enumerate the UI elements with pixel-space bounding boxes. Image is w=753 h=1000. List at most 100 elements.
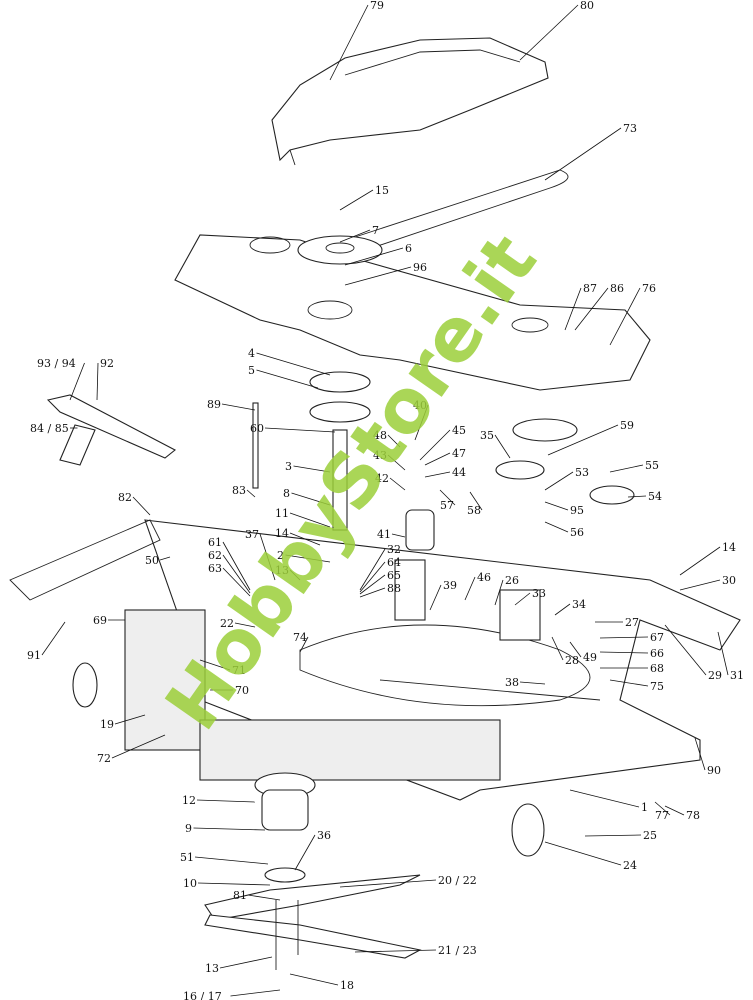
callout-41: 41 xyxy=(377,528,391,541)
callout-11: 11 xyxy=(275,507,289,520)
callout-67: 67 xyxy=(650,631,664,644)
leader-line xyxy=(664,624,707,676)
callout-40: 40 xyxy=(413,399,427,412)
callout-66: 66 xyxy=(650,647,664,660)
leader-line xyxy=(609,679,649,687)
callout-79: 79 xyxy=(370,0,384,12)
callout-46: 46 xyxy=(477,571,491,584)
callout-15: 15 xyxy=(375,184,389,197)
leader-line xyxy=(293,465,331,473)
leader-line xyxy=(222,541,251,591)
callout-65: 65 xyxy=(387,569,401,582)
callout-49: 49 xyxy=(583,651,597,664)
callout-37: 37 xyxy=(245,528,259,541)
leader-line xyxy=(289,512,331,528)
leader-line xyxy=(247,894,281,901)
callout-80: 80 xyxy=(580,0,594,12)
callout-8: 8 xyxy=(283,487,290,500)
callout-69: 69 xyxy=(93,614,107,627)
leader-line xyxy=(222,567,251,597)
callout-57: 57 xyxy=(440,499,454,512)
callout-50: 50 xyxy=(145,554,159,567)
callout-28: 28 xyxy=(565,654,579,667)
leader-line xyxy=(256,369,319,389)
leader-line xyxy=(264,427,336,433)
callout-56: 56 xyxy=(570,526,584,539)
drive-belt xyxy=(298,169,569,263)
leader-line xyxy=(289,569,301,581)
leader-line xyxy=(569,789,640,808)
callout-47: 47 xyxy=(452,447,466,460)
callout-84-85: 84 / 85 xyxy=(30,422,69,435)
callout-5: 5 xyxy=(248,364,255,377)
leader-line xyxy=(551,636,564,661)
callout-21-23: 21 / 23 xyxy=(438,944,477,957)
leader-line xyxy=(519,681,546,685)
callout-89: 89 xyxy=(207,398,221,411)
callout-54: 54 xyxy=(648,490,662,503)
leader-line xyxy=(627,495,647,498)
callout-82: 82 xyxy=(118,491,132,504)
callout-34: 34 xyxy=(572,598,586,611)
leader-line xyxy=(294,834,316,871)
leader-line xyxy=(96,362,99,401)
leader-line xyxy=(519,4,579,61)
callout-51: 51 xyxy=(180,851,194,864)
leader-line xyxy=(599,636,649,639)
leader-line xyxy=(387,434,401,448)
callout-32: 32 xyxy=(387,543,401,556)
leader-line xyxy=(234,622,256,628)
leader-line xyxy=(544,841,622,866)
leader-line xyxy=(544,521,569,533)
callout-33: 33 xyxy=(532,587,546,600)
callout-95: 95 xyxy=(570,504,584,517)
callout-35: 35 xyxy=(480,429,494,442)
leader-line xyxy=(339,189,374,211)
leader-line xyxy=(339,229,371,243)
leader-line xyxy=(114,714,146,725)
callout-70: 70 xyxy=(235,684,249,697)
leader-line xyxy=(359,561,386,593)
callout-43: 43 xyxy=(373,449,387,462)
leader-line xyxy=(221,403,256,411)
leader-line xyxy=(222,554,251,594)
leader-line xyxy=(219,956,273,969)
callout-1: 1 xyxy=(641,801,648,814)
callout-58: 58 xyxy=(467,504,481,517)
leader-line xyxy=(464,576,476,601)
callout-62: 62 xyxy=(208,549,222,562)
leader-line xyxy=(359,548,386,591)
leader-line xyxy=(717,631,729,676)
callout-55: 55 xyxy=(645,459,659,472)
leader-line xyxy=(544,127,622,181)
spindle-blade xyxy=(204,772,422,970)
callout-9: 9 xyxy=(185,822,192,835)
callout-76: 76 xyxy=(642,282,656,295)
callout-53: 53 xyxy=(575,466,589,479)
leader-line xyxy=(197,882,271,886)
leader-line xyxy=(664,805,685,816)
leader-line xyxy=(354,949,437,953)
leader-line xyxy=(132,496,151,516)
callout-39: 39 xyxy=(443,579,457,592)
leader-line xyxy=(599,651,649,654)
callout-48: 48 xyxy=(373,429,387,442)
callout-72: 72 xyxy=(97,752,111,765)
leader-line xyxy=(329,4,369,81)
callout-14: 14 xyxy=(275,527,289,540)
callout-19: 19 xyxy=(100,718,114,731)
callout-42: 42 xyxy=(375,472,389,485)
leader-line xyxy=(289,532,321,546)
callout-20-22: 20 / 22 xyxy=(438,874,477,887)
leader-line xyxy=(159,556,171,561)
callout-44: 44 xyxy=(452,466,466,479)
callout-13: 13 xyxy=(205,962,219,975)
leader-line xyxy=(494,434,511,459)
spare-blade xyxy=(46,394,177,459)
leader-line xyxy=(344,266,412,286)
leader-line xyxy=(359,574,386,595)
leader-line xyxy=(494,579,504,606)
leader-line xyxy=(291,492,331,506)
